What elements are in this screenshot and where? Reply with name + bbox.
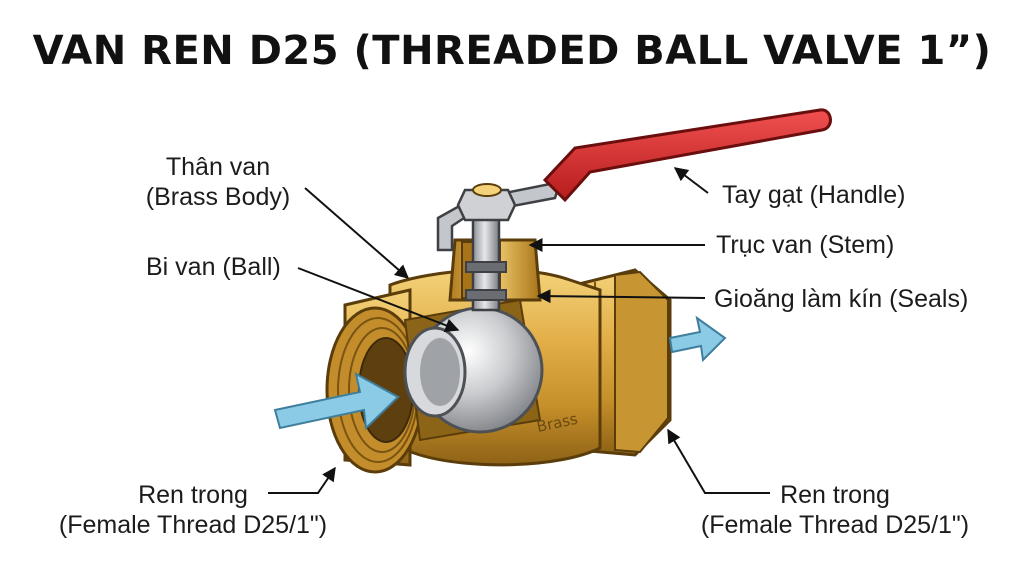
label-ball: Bi van (Ball) xyxy=(146,253,281,281)
label-handle: Tay gạt (Handle) xyxy=(722,181,906,209)
label-thread-right-line1: Ren trong xyxy=(780,481,890,509)
label-brass-body-line2: (Brass Body) xyxy=(145,183,291,211)
flow-arrow-in xyxy=(273,372,400,431)
leader-body xyxy=(304,187,410,279)
label-thread-left: Ren trong (Female Thread D25/1") xyxy=(48,480,338,540)
label-thread-right: Ren trong (Female Thread D25/1") xyxy=(690,480,980,540)
stem xyxy=(465,203,507,312)
ball xyxy=(403,298,544,442)
leader-seals xyxy=(536,289,706,304)
flow-arrow-out xyxy=(668,315,727,363)
label-brass-body-line1: Thân van xyxy=(165,153,271,181)
label-thread-left-line1: Ren trong xyxy=(138,481,248,509)
label-thread-right-line2: (Female Thread D25/1") xyxy=(700,511,970,539)
label-seals: Gioăng làm kín (Seals) xyxy=(714,285,969,313)
handle xyxy=(436,108,832,252)
leader-thread-left xyxy=(268,466,336,494)
diagram-title: VAN REN D25 (THREADED BALL VALVE 1”) xyxy=(32,28,992,74)
label-thread-left-line2: (Female Thread D25/1") xyxy=(58,511,328,539)
leader-ball xyxy=(297,267,460,332)
leader-lines xyxy=(268,167,770,494)
leader-thread-right xyxy=(667,428,770,494)
leader-handle xyxy=(673,167,709,194)
label-stem: Trục van (Stem) xyxy=(716,231,895,259)
label-brass-body: Thân van (Brass Body) xyxy=(143,152,293,212)
